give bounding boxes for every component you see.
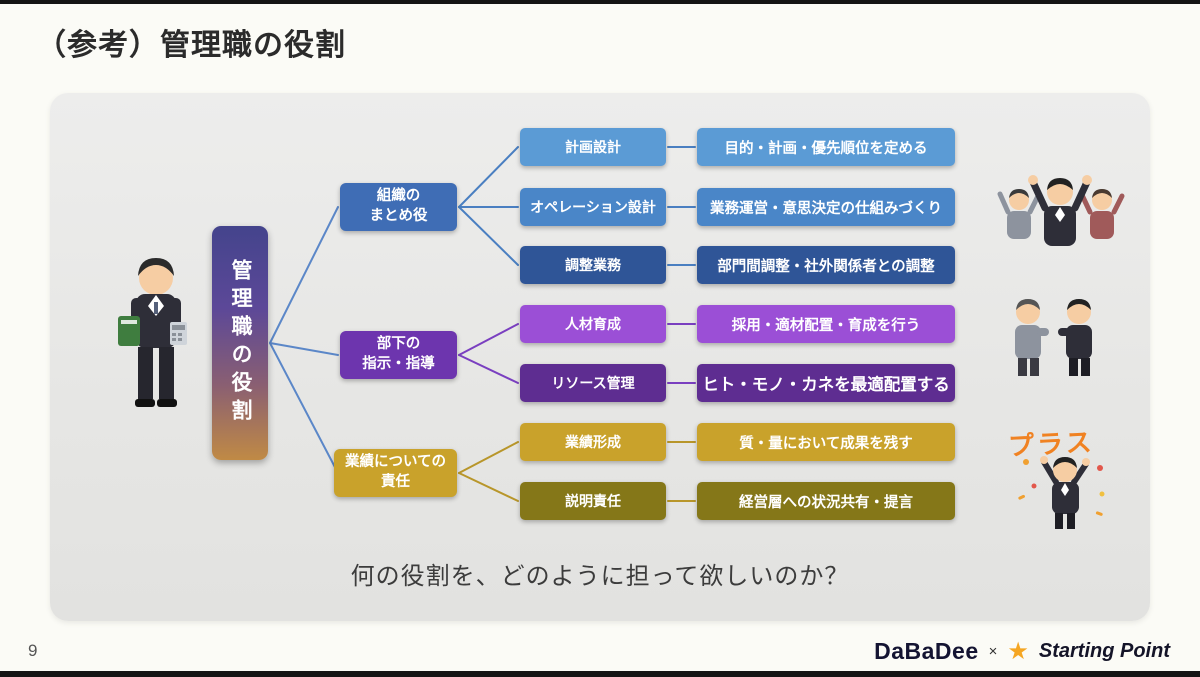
star-icon: ★ bbox=[1007, 637, 1029, 665]
leaf-node-coordination: 調整業務 bbox=[520, 246, 666, 284]
root-node-manager-role: 管理職の役割 bbox=[212, 226, 268, 460]
desc-resource-management: ヒト・モノ・カネを最適配置する bbox=[697, 364, 955, 402]
brand-starting-point: Starting Point bbox=[1038, 640, 1170, 662]
desc-performance-creation: 質・量において成果を残す bbox=[697, 423, 955, 461]
leaf-node-accountability: 説明責任 bbox=[520, 482, 666, 520]
group-node-performance: 業績についての 責任 bbox=[334, 449, 457, 497]
talking-pair-illustration bbox=[1015, 299, 1092, 376]
manager-illustration bbox=[118, 258, 187, 407]
leaf-node-plan-design: 計画設計 bbox=[520, 128, 666, 166]
group-node-subordinates: 部下の 指示・指導 bbox=[340, 331, 457, 379]
desc-plan-design: 目的・計画・優先順位を定める bbox=[697, 128, 955, 166]
page-number: 9 bbox=[28, 641, 38, 660]
cheering-team-illustration bbox=[997, 175, 1125, 246]
leaf-node-operation-design: オペレーション設計 bbox=[520, 188, 666, 226]
desc-coordination: 部門間調整・社外関係者との調整 bbox=[697, 246, 955, 284]
bottom-letterbox-bar bbox=[0, 671, 1200, 677]
desc-talent-development: 採用・適材配置・育成を行う bbox=[697, 305, 955, 343]
leaf-node-performance-creation: 業績形成 bbox=[520, 423, 666, 461]
leaf-node-talent-development: 人材育成 bbox=[520, 305, 666, 343]
page-title: （参考）管理職の役割 bbox=[36, 29, 346, 62]
brand-separator: × bbox=[988, 643, 998, 660]
desc-operation-design: 業務運営・意思決定の仕組みづくり bbox=[697, 188, 955, 226]
plus-person-illustration bbox=[1018, 456, 1105, 529]
top-letterbox-bar bbox=[0, 0, 1200, 4]
leaf-node-resource-management: リソース管理 bbox=[520, 364, 666, 402]
footer-brands: DaBaDee × ★ Starting Point bbox=[874, 638, 1170, 665]
brand-dabadee: DaBaDee bbox=[874, 638, 979, 664]
bottom-question: 何の役割を、どのように担って欲しいのか？ bbox=[350, 563, 850, 590]
desc-accountability: 経営層への状況共有・提言 bbox=[697, 482, 955, 520]
group-node-organization: 組織の まとめ役 bbox=[340, 183, 457, 231]
